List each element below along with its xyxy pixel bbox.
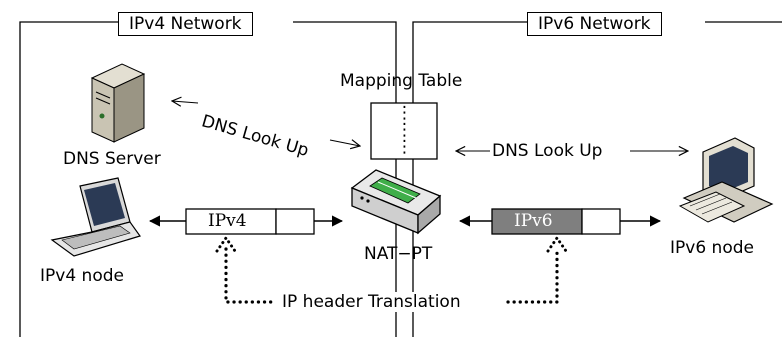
ipv4-network-title: IPv4 Network — [118, 12, 253, 36]
translation-arrowhead-right — [546, 235, 568, 253]
ipv4-packet-header — [185, 208, 277, 235]
dns-lookup-left-arrow-end — [329, 140, 360, 146]
ipv4-node-label: IPv4 node — [40, 266, 124, 286]
ipv4-packet-header-label: IPv4 — [208, 211, 247, 231]
router-icon — [350, 169, 442, 235]
translation-connector — [224, 247, 559, 304]
mapping-table-entry: ⋮ — [396, 103, 413, 123]
dns-lookup-right-label: DNS Look Up — [492, 141, 603, 161]
dns-server-label: DNS Server — [63, 149, 161, 169]
ipv4-packet-payload — [275, 208, 315, 235]
translation-label: IP header Translation — [280, 292, 463, 312]
ipv6-node-label: IPv6 node — [670, 238, 754, 258]
ipv6-packet-header — [491, 208, 583, 235]
ipv6-packet-payload — [581, 208, 621, 235]
nat-pt-label: NAT−PT — [364, 244, 433, 264]
desktop-computer-icon — [678, 137, 774, 223]
translation-arrowhead-left — [215, 235, 237, 253]
ipv4-network-boundary — [19, 21, 397, 337]
mapping-table-entry: ⋮ — [396, 120, 413, 140]
ipv6-network-boundary — [412, 21, 782, 337]
ipv6-packet-header-label: IPv6 — [514, 211, 553, 231]
mapping-table-title: Mapping Table — [340, 71, 463, 91]
mapping-table-box — [370, 102, 438, 160]
mapping-table-entry: ⋮ — [396, 137, 413, 157]
ipv6-network-title: IPv6 Network — [527, 12, 662, 36]
server-tower-icon — [90, 63, 146, 143]
laptop-icon — [50, 177, 141, 257]
dns-lookup-left-arrow-start — [172, 101, 199, 103]
